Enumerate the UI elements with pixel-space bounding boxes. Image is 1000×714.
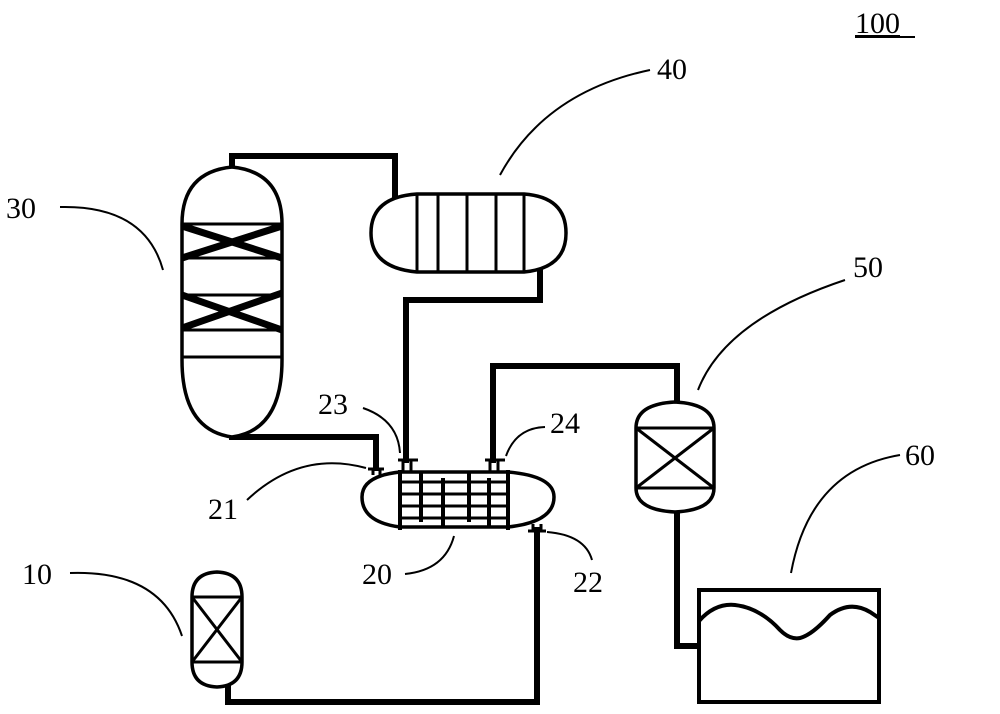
heat-exchanger-20: [360, 458, 556, 533]
nozzle-22: [528, 524, 546, 533]
label-10: 10: [22, 558, 52, 591]
leader-60: [790, 454, 901, 574]
vessel-50: [634, 400, 716, 514]
reactor-10: [190, 570, 244, 689]
leader-20: [404, 535, 455, 575]
nozzle-24: [485, 458, 505, 472]
nozzle-21: [368, 467, 384, 475]
tank-60: [697, 588, 881, 704]
leader-24: [505, 426, 546, 457]
leader-30: [59, 205, 164, 271]
leader-40: [499, 69, 651, 176]
label-21: 21: [208, 493, 238, 526]
leader-21: [246, 462, 367, 501]
label-22: 22: [573, 566, 603, 599]
nozzle-23: [398, 458, 418, 472]
pipe-22-to-10: [225, 527, 540, 705]
leader-50: [697, 279, 846, 391]
label-30: 30: [6, 192, 36, 225]
pipe-50-to-60: [674, 507, 701, 649]
label-24: 24: [550, 407, 580, 440]
pipe-24-to-50: [490, 363, 680, 463]
column-30: [180, 165, 284, 439]
label-50: 50: [853, 251, 883, 284]
pipe-40-to-23: [403, 267, 543, 463]
leader-22: [546, 531, 593, 561]
figure-reference-label: 100: [855, 7, 900, 40]
label-40: 40: [657, 53, 687, 86]
label-60: 60: [905, 439, 935, 472]
label-23: 23: [318, 388, 348, 421]
condenser-40: [369, 192, 568, 274]
label-20: 20: [362, 558, 392, 591]
leader-23: [362, 407, 401, 454]
leader-10: [69, 571, 183, 637]
